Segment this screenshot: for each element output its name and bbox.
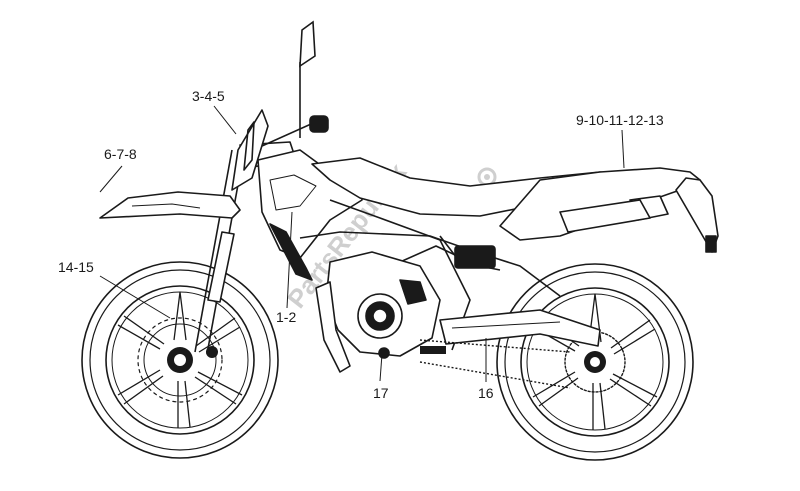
front-wheel (81, 261, 279, 459)
front-brake-disc (137, 317, 223, 403)
callout-14-15: 14-15 (58, 259, 94, 275)
callout-6-7-8: 6-7-8 (104, 146, 137, 162)
leader-3-4-5 (213, 105, 237, 135)
brake-caliper (206, 346, 218, 358)
headlight-fairing (231, 109, 269, 191)
callout-labels: 3-4-5 6-7-8 9-10-11-12-13 14-15 1-2 17 1… (58, 88, 664, 401)
front-hub (167, 347, 193, 373)
exhaust (315, 199, 651, 373)
footpeg (420, 346, 446, 354)
leader-14-15 (99, 275, 171, 319)
chain (419, 339, 571, 389)
callout-1-2: 1-2 (276, 309, 296, 325)
rear-wheel (496, 263, 694, 461)
leader-1-2 (286, 211, 293, 309)
callout-16: 16 (478, 385, 494, 401)
callout-17: 17 (373, 385, 389, 401)
callout-leaders (99, 105, 625, 382)
handlebar (261, 20, 329, 147)
swingarm (439, 309, 601, 347)
front-rim-spokes (117, 291, 243, 428)
engine (325, 251, 441, 359)
rear-tail-fairing (499, 167, 719, 253)
frame (299, 199, 561, 351)
leader-6-7-8 (99, 165, 123, 193)
front-mudguard (99, 191, 241, 219)
leader-9-13 (621, 129, 625, 169)
callout-3-4-5: 3-4-5 (192, 88, 225, 104)
watermark-gear-icon (477, 167, 497, 187)
callout-9-10-11-12-13: 9-10-11-12-13 (576, 112, 664, 128)
leader-17 (379, 353, 383, 382)
